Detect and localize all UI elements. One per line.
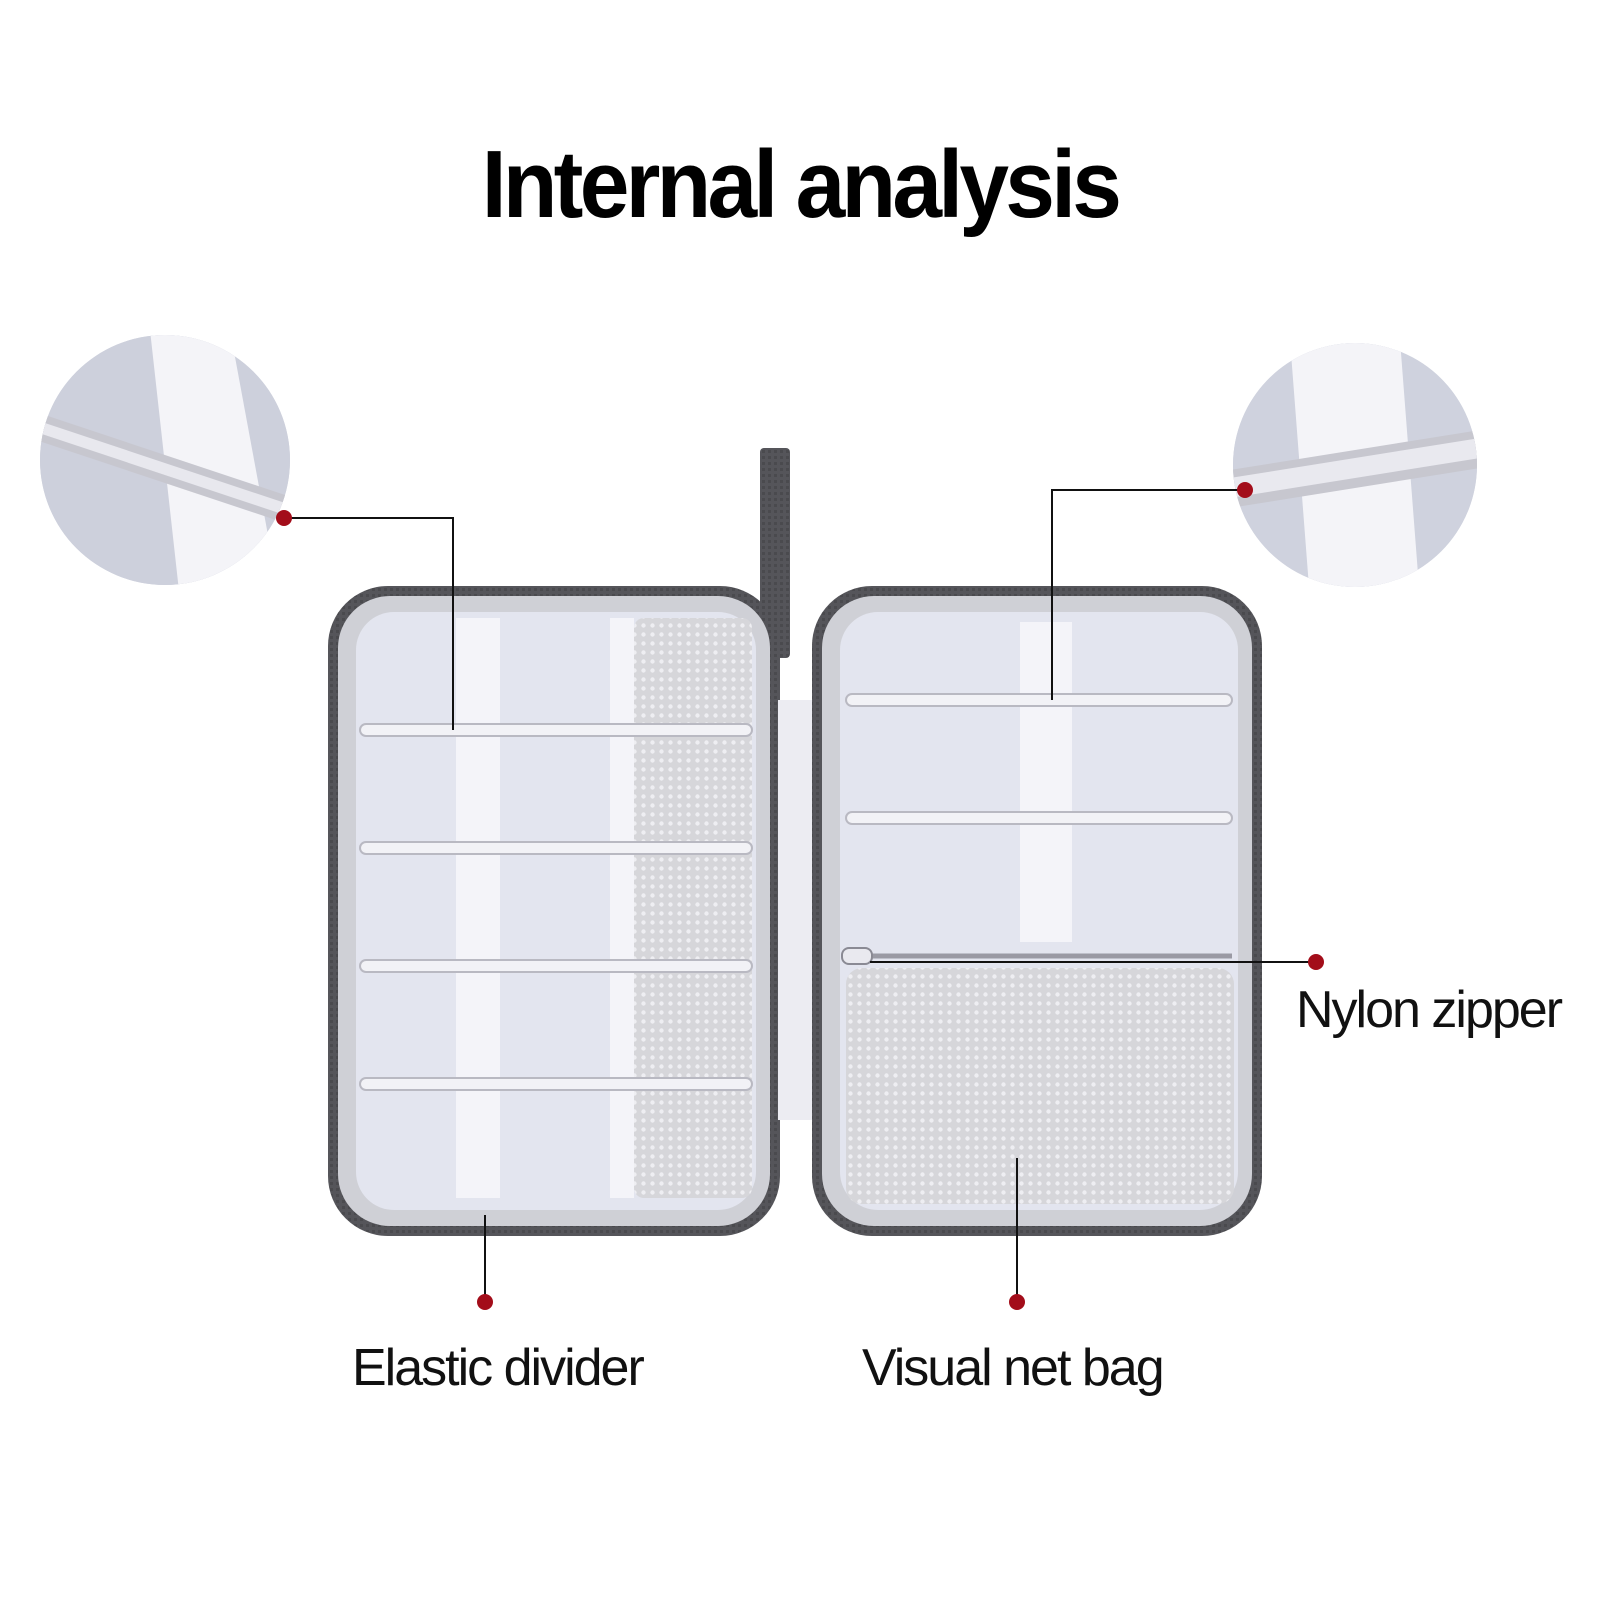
visual-net-bag-label: Visual net bag bbox=[862, 1339, 1165, 1397]
elastic-zoom-circle-left bbox=[40, 335, 290, 585]
elastic-divider-strip bbox=[359, 959, 753, 973]
vertical-elastic-band bbox=[610, 618, 634, 1198]
page-title: Internal analysis bbox=[481, 131, 1122, 238]
elastic-divider-strip bbox=[845, 811, 1233, 825]
elastic-divider-strip bbox=[845, 693, 1233, 707]
marker-dot bbox=[276, 510, 292, 526]
vertical-elastic-band bbox=[456, 618, 500, 1198]
elastic-zoom-circle-right bbox=[1233, 343, 1477, 587]
elastic-divider-strip bbox=[359, 841, 753, 855]
leader-line-left-zoom bbox=[284, 517, 454, 730]
zipper-pull bbox=[841, 947, 873, 965]
leader-line-right-zoom bbox=[1051, 489, 1245, 700]
marker-dot bbox=[1237, 482, 1253, 498]
left-compartment-panel bbox=[328, 586, 780, 1236]
marker-dot bbox=[1308, 954, 1324, 970]
nylon-zipper-label: Nylon zipper bbox=[1296, 981, 1563, 1039]
elastic-divider-strip bbox=[359, 723, 753, 737]
marker-dot bbox=[1009, 1294, 1025, 1310]
marker-dot bbox=[477, 1294, 493, 1310]
vertical-elastic-band bbox=[1020, 622, 1072, 942]
visual-net-bag bbox=[846, 968, 1234, 1204]
elastic-divider-strip bbox=[359, 1077, 753, 1091]
handle-strap bbox=[760, 448, 790, 658]
panel-spine bbox=[778, 700, 818, 1120]
right-compartment-panel bbox=[812, 586, 1262, 1236]
elastic-divider-label: Elastic divider bbox=[352, 1339, 645, 1397]
